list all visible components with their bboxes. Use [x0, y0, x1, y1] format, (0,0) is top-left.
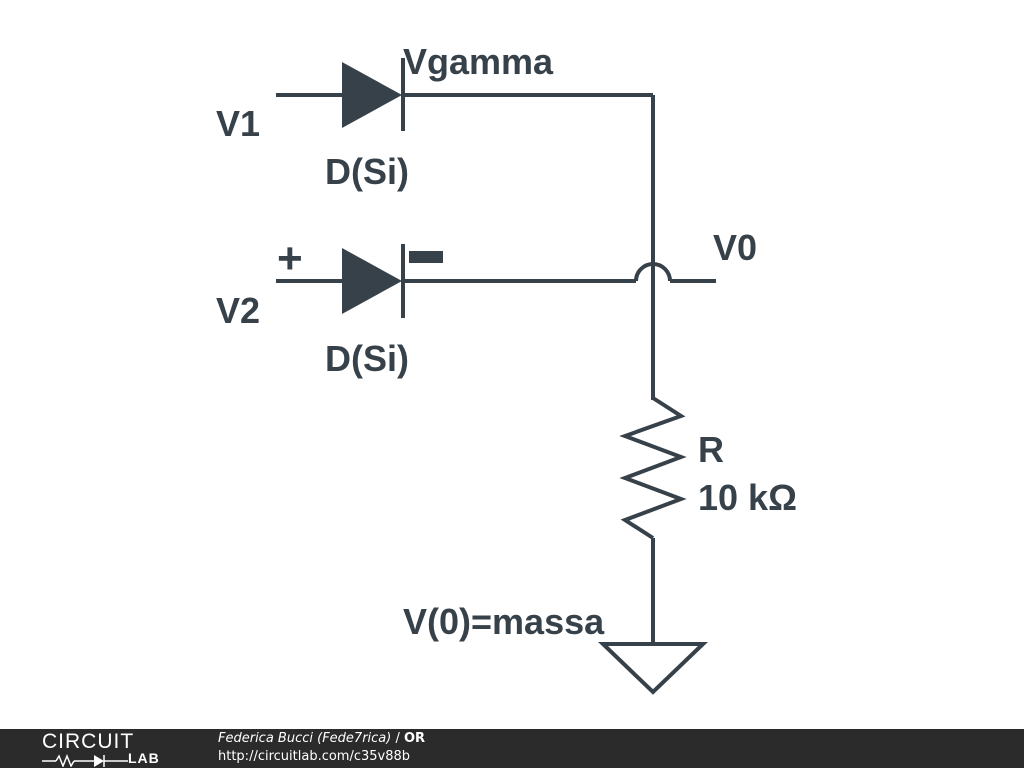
author-name[interactable]: Federica Bucci (Fede7rica) [218, 731, 392, 746]
logo-circuit-icon [42, 753, 128, 767]
label-minus [409, 251, 443, 263]
label-v0: V0 [713, 227, 757, 268]
label-v2: V2 [216, 290, 260, 331]
label-vgamma: Vgamma [403, 41, 554, 82]
label-resistor-name: R [698, 429, 724, 470]
footer-bar: CIRCUIT LAB Federica Bucci (Fede7rica) /… [0, 729, 1024, 768]
label-v1: V1 [216, 103, 260, 144]
logo-text-lab: LAB [128, 750, 160, 766]
label-d2: D(Si) [325, 338, 409, 379]
circuit-title[interactable]: OR [404, 731, 426, 746]
label-plus: + [277, 234, 303, 283]
resistor-r [619, 396, 687, 540]
credit-line: Federica Bucci (Fede7rica) / OR [218, 731, 425, 747]
diode1-anode-triangle [342, 62, 402, 128]
label-resistor-value: 10 kΩ [698, 477, 797, 518]
logo-text-circuit: CIRCUIT [42, 730, 135, 753]
ground-symbol [598, 642, 708, 695]
circuit-url[interactable]: http://circuitlab.com/c35v88b [218, 749, 411, 764]
wire-crossover-hop [634, 262, 672, 282]
circuit-schematic: Vgamma V1 D(Si) + V0 V2 D(Si) R 10 kΩ V(… [216, 41, 797, 695]
label-d1: D(Si) [325, 151, 409, 192]
diode2-anode-triangle [342, 248, 402, 314]
circuitlab-logo[interactable]: CIRCUIT LAB [38, 731, 178, 767]
credit-separator: / [391, 731, 404, 746]
label-ground: V(0)=massa [403, 601, 605, 642]
